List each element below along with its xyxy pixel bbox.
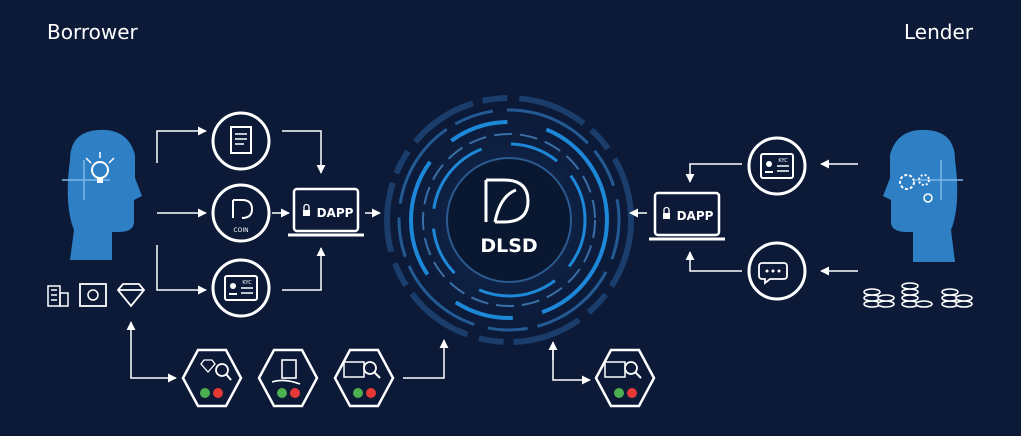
borrower-head-icon xyxy=(62,129,142,260)
borrower-dapp-laptop: DAPP xyxy=(288,187,364,237)
lock-icon xyxy=(303,203,310,216)
arrow-to-kyc xyxy=(156,245,207,295)
hex-document-approval-icon xyxy=(257,348,319,408)
arrow-chat-to-lender-dapp xyxy=(685,251,742,272)
document-icon xyxy=(211,111,271,171)
safe-icon xyxy=(79,283,107,307)
chat-icon xyxy=(747,241,807,301)
lender-dapp-laptop: DAPP xyxy=(649,191,725,241)
diamond-icon xyxy=(116,283,146,308)
dlsd-hub: DLSD xyxy=(381,92,637,348)
coin-label: COIN xyxy=(233,227,248,234)
arrow-kyc-to-dapp xyxy=(282,247,326,291)
kyc-label-left: KYC xyxy=(242,280,252,286)
dlsd-logo-icon xyxy=(484,178,530,224)
hex-kyc-verify-icon xyxy=(333,348,395,408)
lender-heading: Lender xyxy=(904,20,973,44)
lock-icon xyxy=(663,206,670,219)
lender-head-icon xyxy=(883,129,963,262)
coin-icon: COIN xyxy=(211,183,271,243)
borrower-heading: Borrower xyxy=(47,20,138,44)
arrow-to-document xyxy=(156,126,207,163)
arrow-assets-to-review xyxy=(130,350,177,383)
borrower-dapp-label: DAPP xyxy=(317,206,354,220)
arrow-verify-to-dlsd xyxy=(403,339,449,379)
coin-stacks-icon xyxy=(863,282,973,308)
kyc-card-icon: KYC xyxy=(211,258,271,318)
arrow-doc-to-dapp xyxy=(282,130,326,174)
kyc-label-right: KYC xyxy=(778,158,788,164)
lender-dapp-label: DAPP xyxy=(677,209,714,223)
lender-kyc-icon: KYC xyxy=(747,136,807,196)
dlsd-label: DLSD xyxy=(480,235,537,257)
hex-asset-review-icon xyxy=(181,348,243,408)
building-icon xyxy=(47,285,69,307)
arrow-dlsd-to-lender-verify xyxy=(552,345,591,385)
hex-lender-kyc-verify-icon xyxy=(594,348,656,408)
arrow-kyc-to-lender-dapp xyxy=(685,163,742,183)
